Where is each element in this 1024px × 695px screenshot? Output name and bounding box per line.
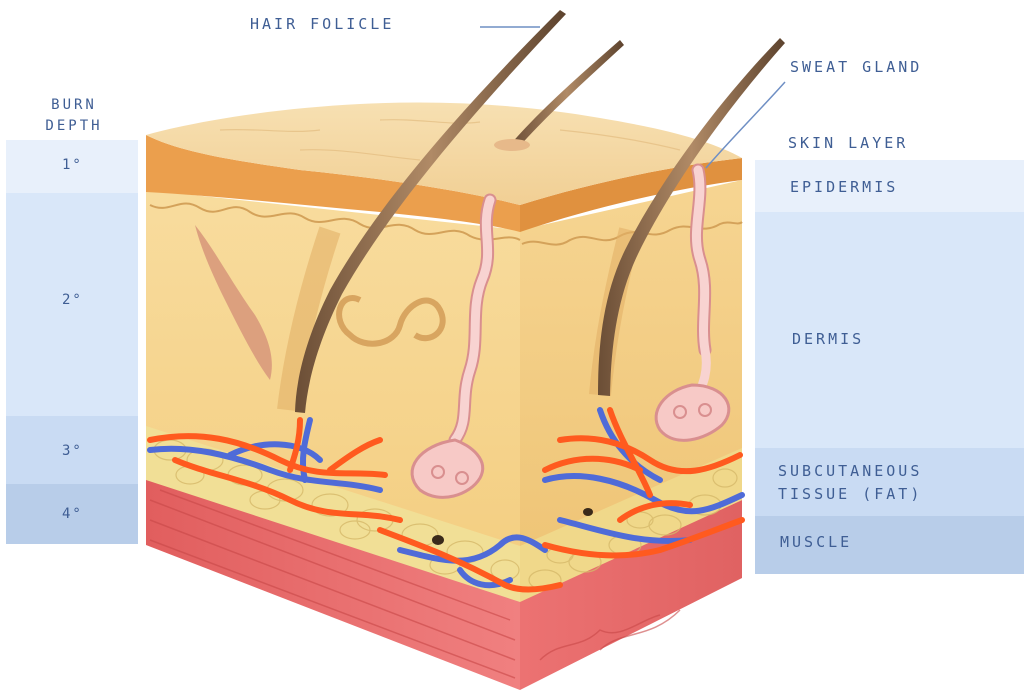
skin-layer-header: SKIN LAYER: [788, 134, 908, 152]
burn-depth-1-label: 1°: [62, 157, 83, 173]
skin-layer-bands: [755, 160, 1024, 574]
skin-block: [146, 103, 742, 690]
burn-depth-header-line1: BURN: [14, 95, 134, 116]
hair-follicle-label: HAIR FOLICLE: [250, 15, 394, 33]
burn-depth-3-label: 3°: [62, 443, 83, 459]
layer-muscle-label: MUSCLE: [780, 533, 852, 551]
sweat-gland-label: SWEAT GLAND: [790, 58, 922, 76]
layer-subcutaneous-label: SUBCUTANEOUS: [778, 462, 922, 480]
burn-depth-4-label: 4°: [62, 506, 83, 522]
burn-depth-header: BURN DEPTH: [14, 95, 134, 137]
layer-epidermis-label: EPIDERMIS: [790, 178, 898, 196]
burn-depth-header-line2: DEPTH: [14, 116, 134, 137]
layer-dermis-label: DERMIS: [792, 330, 864, 348]
burn-depth-bands: [6, 140, 138, 544]
layer-subcutaneous-label-line2: TISSUE (FAT): [778, 485, 922, 503]
burn-depth-2-label: 2°: [62, 292, 83, 308]
layer-band-subcutaneous: [755, 448, 1024, 516]
